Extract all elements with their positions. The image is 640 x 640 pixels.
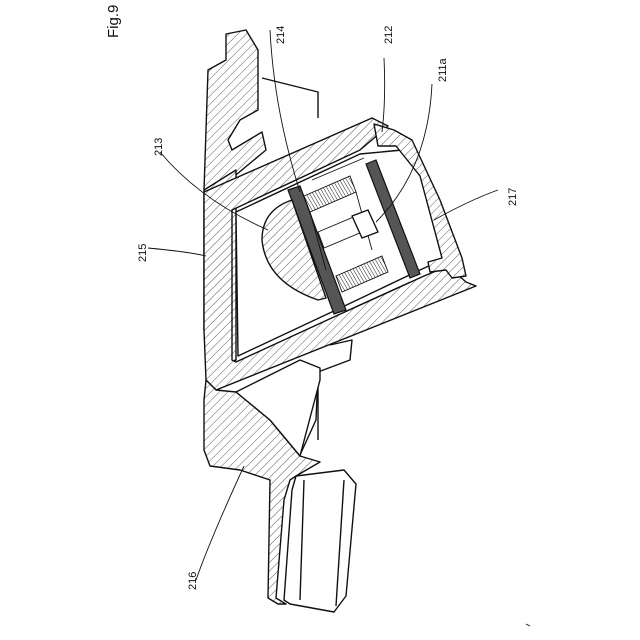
label-215: 215	[137, 244, 149, 262]
figure-title: Fig.9	[105, 5, 122, 38]
corner-mark	[526, 624, 530, 626]
label-213: 213	[153, 138, 165, 156]
label-217: 217	[507, 188, 519, 206]
label-212: 212	[383, 26, 395, 44]
label-211a: 211a	[437, 57, 449, 82]
label-214: 214	[275, 26, 287, 44]
label-216: 216	[187, 572, 199, 590]
foot-block	[284, 470, 356, 612]
